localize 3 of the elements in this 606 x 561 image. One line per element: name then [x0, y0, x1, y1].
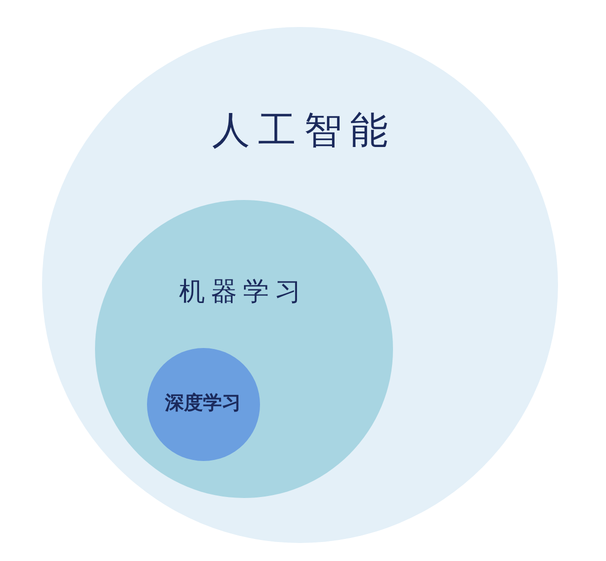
- set-label: 机器学习: [179, 276, 307, 309]
- set-label: 深度学习: [165, 391, 241, 416]
- set-label: 人工智能: [212, 107, 396, 154]
